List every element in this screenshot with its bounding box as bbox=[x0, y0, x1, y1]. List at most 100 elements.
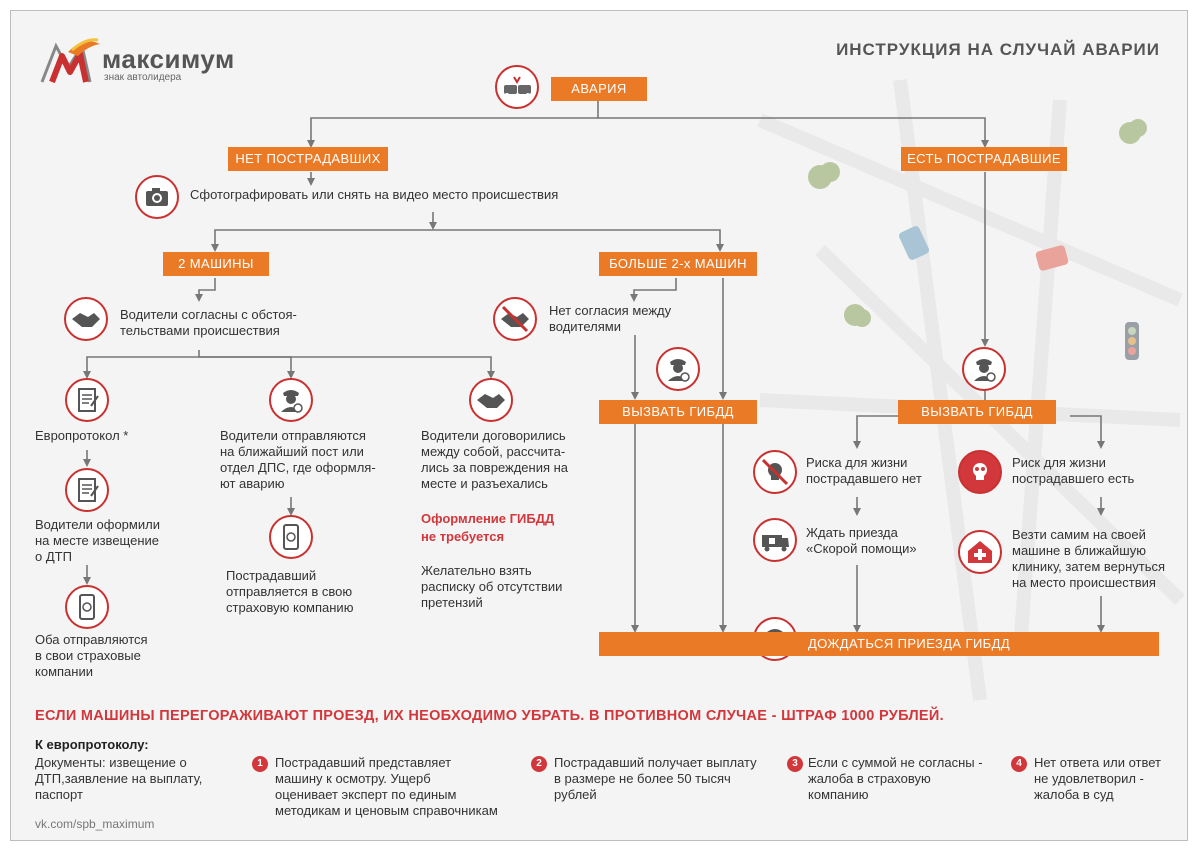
node-more-cars: БОЛЬШЕ 2-х МАШИН bbox=[599, 252, 757, 276]
text-line: между собой, рассчита- bbox=[421, 444, 566, 459]
traffic-light-decoration bbox=[1125, 322, 1139, 360]
step-no-police-needed: Оформление ГИБДД не требуется bbox=[421, 510, 554, 546]
text-line: на ближайший пост или bbox=[220, 444, 364, 459]
text-line: рублей bbox=[554, 787, 597, 802]
text-line: лись за повреждения на bbox=[421, 460, 569, 475]
text-line: жалоба в страховую bbox=[808, 771, 931, 786]
warning-banner: ЕСЛИ МАШИНЫ ПЕРЕГОРАЖИВАЮТ ПРОЕЗД, ИХ НЕ… bbox=[35, 708, 944, 724]
text-line: Везти самим на своей bbox=[1012, 527, 1146, 542]
text-line: на месте извещение bbox=[35, 533, 160, 548]
handshake-icon bbox=[469, 378, 513, 422]
footer-step: Пострадавший представляет машину к осмот… bbox=[275, 755, 498, 819]
step-no-risk: Риска для жизни пострадавшего нет bbox=[806, 455, 922, 487]
text-line: Желательно взять bbox=[421, 563, 532, 578]
step-both-insurance: Оба отправляются в свои страховые компан… bbox=[35, 632, 148, 680]
step-agree-line: Водители согласны с обстоя- bbox=[120, 307, 297, 322]
step-take-clinic: Везти самим на своей машине в ближайшую … bbox=[1012, 527, 1165, 591]
step-agreed-damage: Водители договорились между собой, рассч… bbox=[421, 428, 568, 492]
text-line: ют аварию bbox=[220, 476, 285, 491]
step-number-badge: 3 bbox=[787, 756, 803, 772]
logo: максимум знак автолидера bbox=[38, 38, 258, 88]
no-skull-icon bbox=[753, 450, 797, 494]
logo-mark-icon bbox=[40, 38, 100, 84]
step-go-post: Водители отправляются на ближайший пост … bbox=[220, 428, 376, 492]
footer-step: Нет ответа или ответ не удовлетворил - ж… bbox=[1034, 755, 1161, 803]
text-line: отдел ДПС, где оформля- bbox=[220, 460, 376, 475]
step-disagree-line: Нет согласия между bbox=[549, 303, 672, 318]
document-icon bbox=[65, 378, 109, 422]
node-call-police-right: ВЫЗВАТЬ ГИБДД bbox=[898, 400, 1056, 424]
text-line: расписку об отсутствии bbox=[421, 579, 563, 594]
logo-tagline: знак автолидера bbox=[104, 72, 182, 83]
step-number-badge: 4 bbox=[1011, 756, 1027, 772]
clinic-icon bbox=[958, 530, 1002, 574]
text-line: Оба отправляются bbox=[35, 632, 148, 647]
text-line: страховую компанию bbox=[226, 600, 354, 615]
step-number-badge: 1 bbox=[252, 756, 268, 772]
text-line: машину к осмотру. Ущерб bbox=[275, 771, 431, 786]
text-line: Водители оформили bbox=[35, 517, 160, 532]
footer-link[interactable]: vk.com/spb_maximum bbox=[35, 817, 155, 831]
text-line: о ДТП bbox=[35, 549, 72, 564]
step-europrotocol: Европротокол * bbox=[35, 428, 129, 443]
text-line: «Скорой помощи» bbox=[806, 541, 917, 556]
crash-icon bbox=[495, 65, 539, 109]
text-line: жалоба в суд bbox=[1034, 787, 1114, 802]
text-line: отправляется в свою bbox=[226, 584, 353, 599]
node-two-cars: 2 МАШИНЫ bbox=[163, 252, 269, 276]
policeman-icon bbox=[962, 347, 1006, 391]
step-number-badge: 2 bbox=[531, 756, 547, 772]
camera-icon bbox=[135, 175, 179, 219]
node-call-police-left: ВЫЗВАТЬ ГИБДД bbox=[599, 400, 757, 424]
step-receipt: Желательно взять расписку об отсутствии … bbox=[421, 563, 562, 611]
text-line: Риска для жизни bbox=[806, 455, 908, 470]
document-icon bbox=[65, 468, 109, 512]
skull-icon bbox=[958, 450, 1002, 494]
text-line: Водители договорились bbox=[421, 428, 566, 443]
text-line: клинику, затем вернуться bbox=[1012, 559, 1166, 574]
footer-documents: Документы: извещение о ДТП,заявление на … bbox=[35, 755, 202, 803]
text-line: Если с суммой не согласны - bbox=[808, 755, 983, 770]
step-drivers-filled: Водители оформили на месте извещение о Д… bbox=[35, 517, 160, 565]
phone-money-icon bbox=[269, 515, 313, 559]
step-photo: Сфотографировать или снять на видео мест… bbox=[190, 187, 559, 202]
policeman-icon bbox=[656, 347, 700, 391]
step-wait-ambulance: Ждать приезда «Скорой помощи» bbox=[806, 525, 917, 557]
text-line: Нет ответа или ответ bbox=[1034, 755, 1161, 770]
text-line: ДТП,заявление на выплату, bbox=[35, 771, 203, 786]
tree-decoration bbox=[808, 119, 1147, 327]
text-line: методикам и ценовым справочникам bbox=[275, 803, 498, 818]
text-line: Пострадавший представляет bbox=[275, 755, 452, 770]
car-decoration bbox=[899, 226, 1069, 271]
logo-name: максимум bbox=[102, 44, 235, 74]
step-victim-insurance: Пострадавший отправляется в свою страхов… bbox=[226, 568, 353, 616]
text-line: месте и разъехались bbox=[421, 476, 548, 491]
text-line: претензий bbox=[421, 595, 483, 610]
text-line: Водители отправляются bbox=[220, 428, 366, 443]
text-line: машине в ближайшую bbox=[1012, 543, 1146, 558]
footer-step: Пострадавший получает выплату в размере … bbox=[554, 755, 757, 803]
text-line: Ждать приезда bbox=[806, 525, 898, 540]
handshake-icon bbox=[64, 297, 108, 341]
text-line: паспорт bbox=[35, 787, 83, 802]
step-disagree-line: водителями bbox=[549, 319, 621, 334]
text-line: компанию bbox=[808, 787, 869, 802]
node-injured: ЕСТЬ ПОСТРАДАВШИЕ bbox=[901, 147, 1067, 171]
step-risk: Риск для жизни пострадавшего есть bbox=[1012, 455, 1134, 487]
text-line: Пострадавший получает выплату bbox=[554, 755, 757, 770]
text-line: Пострадавший bbox=[226, 568, 317, 583]
text-line: не удовлетворил - bbox=[1034, 771, 1144, 786]
text-line: в размере не более 50 тысяч bbox=[554, 771, 731, 786]
text-line: оценивает эксперт по единым bbox=[275, 787, 457, 802]
text-line: Риск для жизни bbox=[1012, 455, 1106, 470]
step-disagree: Нет согласия между водителями bbox=[549, 303, 671, 335]
step-agree-line: тельствами происшествия bbox=[120, 323, 280, 338]
text-line: пострадавшего нет bbox=[806, 471, 922, 486]
text-line: компании bbox=[35, 664, 93, 679]
footer-step: Если с суммой не согласны - жалоба в стр… bbox=[808, 755, 983, 803]
text-line: Документы: извещение о bbox=[35, 755, 187, 770]
footer-heading: К европротоколу: bbox=[35, 737, 149, 752]
phone-money-icon bbox=[65, 585, 109, 629]
